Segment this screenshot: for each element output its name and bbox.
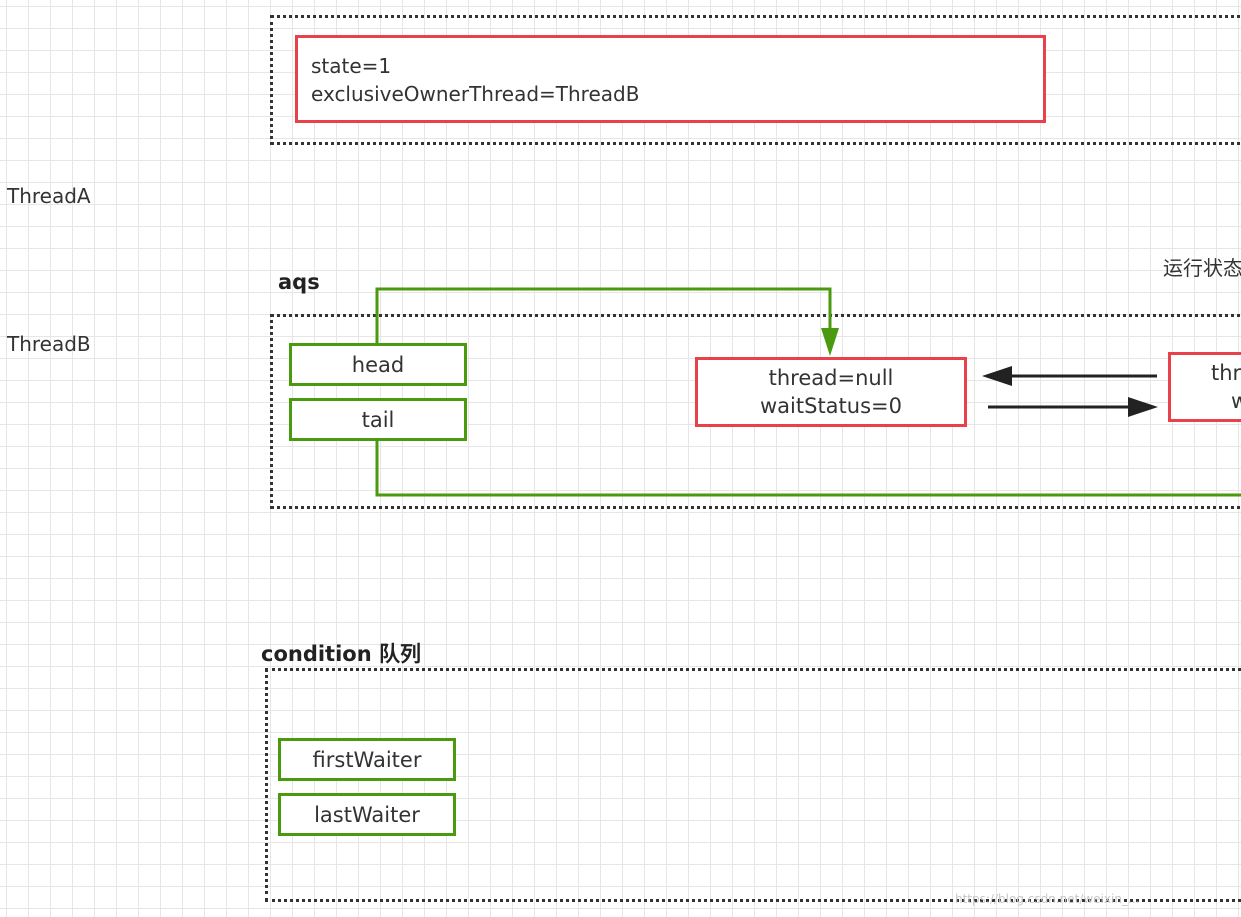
prev-arrowhead — [982, 366, 1012, 386]
queue-node-2: thre w — [1168, 352, 1241, 422]
aqs-tail-label: tail — [361, 407, 395, 432]
next-arrowhead — [1128, 397, 1158, 417]
node-wait-status: waitStatus=0 — [760, 394, 902, 418]
thread-a-label: ThreadA — [7, 184, 91, 208]
head-pointer-line — [375, 287, 832, 344]
running-state-label: 运行状态 — [1163, 256, 1241, 280]
queue-node: thread=null waitStatus=0 — [695, 357, 967, 427]
aqs-container — [270, 314, 1241, 509]
thread-b-label: ThreadB — [7, 332, 91, 356]
aqs-title: aqs — [278, 270, 320, 294]
condition-title: condition 队列 — [261, 642, 421, 666]
last-waiter-label: lastWaiter — [314, 802, 420, 827]
watermark: https://blog.csdn.net/weixin_... — [955, 892, 1140, 906]
sync-state-box: state=1 exclusiveOwnerThread=ThreadB — [295, 35, 1046, 123]
node2-thread: thre — [1211, 361, 1241, 385]
head-pointer-arrowhead — [821, 328, 839, 356]
last-waiter-box: lastWaiter — [278, 793, 456, 836]
state-value: state=1 — [311, 54, 392, 78]
node-thread: thread=null — [768, 366, 894, 390]
first-waiter-label: firstWaiter — [312, 747, 422, 772]
aqs-head-label: head — [351, 352, 405, 377]
tail-pointer-line — [375, 441, 1241, 497]
aqs-tail-box: tail — [289, 398, 467, 441]
sync-state-container — [270, 15, 1241, 145]
condition-container — [265, 668, 1241, 902]
exclusive-owner-thread: exclusiveOwnerThread=ThreadB — [311, 82, 640, 106]
aqs-head-box: head — [289, 343, 467, 386]
first-waiter-box: firstWaiter — [278, 738, 456, 781]
node2-wait-status: w — [1231, 389, 1241, 413]
